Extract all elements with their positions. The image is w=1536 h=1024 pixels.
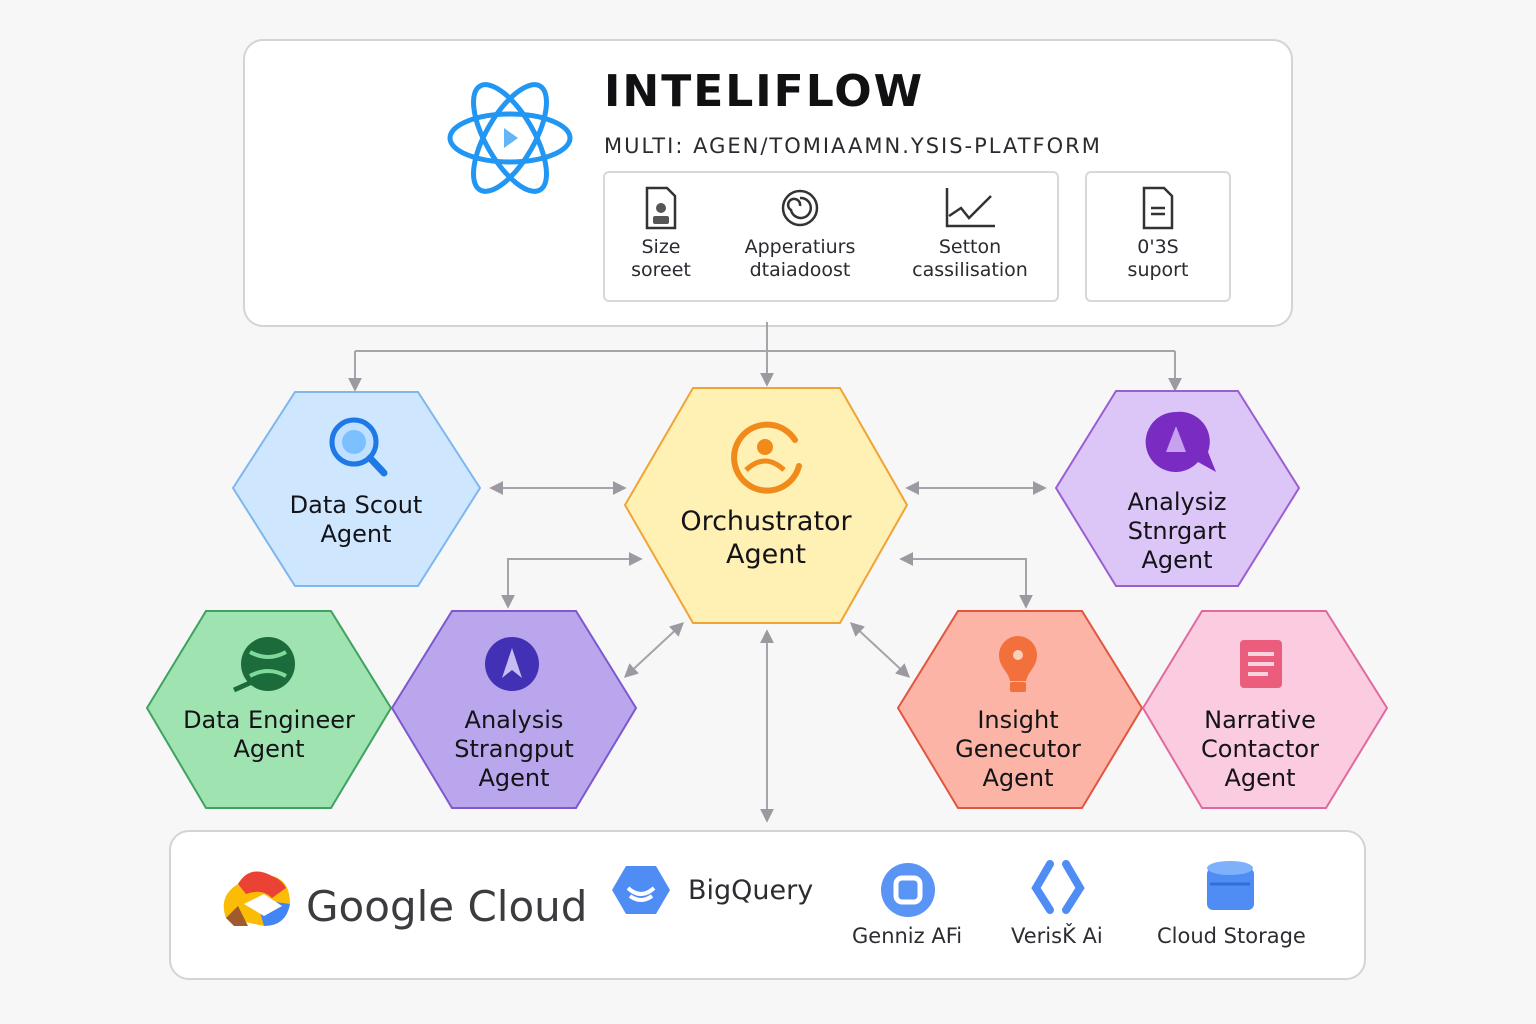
google-cloud-icon <box>223 871 290 926</box>
agent-label-data-engineer: Data Engineer Agent <box>159 706 379 764</box>
label-line: Agent <box>1224 764 1296 792</box>
feature-line2: soreet <box>631 259 691 281</box>
label-line: Genecutor <box>955 735 1081 763</box>
label-line: Agent <box>1141 546 1213 574</box>
label-line: Stnrgart <box>1127 517 1227 545</box>
feature-item-1: Size soreet <box>581 186 741 282</box>
app-title: INTELIFLOW <box>604 66 925 117</box>
label-line: Contactor <box>1201 735 1319 763</box>
label-line: Agent <box>726 539 806 570</box>
label-line: Data Engineer <box>183 706 355 734</box>
spiral-icon <box>781 189 819 227</box>
feature-line2: suport <box>1127 259 1189 281</box>
label-line: Narrative <box>1204 706 1316 734</box>
agent-label-orchestrator: Orchustrator Agent <box>646 505 886 571</box>
service-cloud-storage[interactable]: Cloud Storage <box>1157 924 1306 948</box>
document-icon <box>1240 640 1282 688</box>
label-line: Insight <box>977 706 1059 734</box>
service-gemini-api[interactable]: Genniz AFi <box>852 924 963 948</box>
atom-logo-icon <box>447 82 573 194</box>
label-line: Agent <box>320 520 392 548</box>
hex-data-scout[interactable] <box>231 391 482 587</box>
label-line: Data Scout <box>289 491 423 519</box>
hex-orchestrator[interactable] <box>623 387 909 624</box>
hex-analysis-left[interactable] <box>390 610 638 809</box>
feature-item-3: Setton cassilisation <box>890 186 1050 282</box>
hex-narrative[interactable] <box>1141 610 1389 809</box>
agent-label-narrative: Narrative Contactor Agent <box>1160 706 1360 793</box>
feature-line2: cassilisation <box>912 259 1028 281</box>
feature-line1: Size <box>641 236 681 258</box>
label-line: Orchustrator <box>680 506 852 537</box>
feature-line1: Apperatiurs <box>744 236 856 258</box>
label-line: Agent <box>233 735 305 763</box>
document-lines-icon <box>1142 186 1174 230</box>
label-line: Strangput <box>454 735 574 763</box>
label-line: Agent <box>982 764 1054 792</box>
compass-icon <box>485 637 539 691</box>
agent-label-insight: Insight Genecutor Agent <box>918 706 1118 793</box>
search-icon <box>329 417 388 477</box>
service-vertex-ai[interactable]: VerisǨ Ai <box>1011 924 1103 948</box>
chat-bubble-icon <box>1145 411 1216 472</box>
label-line: Agent <box>478 764 550 792</box>
service-google-cloud[interactable]: Google Cloud <box>306 882 588 931</box>
bigquery-icon <box>612 866 670 914</box>
feature-line1: Setton <box>938 236 1002 258</box>
line-chart-icon <box>945 188 995 228</box>
lightbulb-icon <box>999 636 1037 692</box>
vertex-ai-icon <box>1031 860 1085 914</box>
support-box <box>1085 171 1231 302</box>
user-target-icon <box>731 421 802 494</box>
app-subtitle: MULTI: AGEN/TOMIAAMN.YSIS-PLATFORM <box>604 134 1102 158</box>
feature-line1: 0'3S <box>1137 236 1179 258</box>
label-line: Analysis <box>464 706 564 734</box>
globe-icon <box>232 637 295 693</box>
arrow-diagonal-left <box>623 622 685 678</box>
label-line: Analysiz <box>1127 488 1227 516</box>
feature-item-2: Apperatiurs dtaiadoost <box>720 186 880 282</box>
document-user-icon <box>645 186 677 230</box>
features-box <box>603 171 1059 302</box>
cloud-storage-icon <box>1207 861 1254 910</box>
services-panel <box>169 830 1366 980</box>
hex-analysis-top[interactable] <box>1054 390 1301 587</box>
arrow-orchestrator-insight <box>899 552 1033 609</box>
agent-label-data-scout: Data Scout Agent <box>256 491 456 549</box>
service-bigquery[interactable]: BigQuery <box>688 875 814 906</box>
agent-label-analysis-left: Analysis Strangput Agent <box>414 706 614 793</box>
feature-item-4: 0'3S suport <box>1078 186 1238 282</box>
agent-label-analysis-top: Analysiz Stnrgart Agent <box>1077 488 1277 575</box>
arrow-orchestrator-analysis-left <box>501 552 643 609</box>
connectors <box>348 322 1182 823</box>
gemini-api-icon <box>881 863 935 917</box>
arrow-diagonal-right <box>849 622 911 678</box>
feature-line2: dtaiadoost <box>749 259 851 281</box>
